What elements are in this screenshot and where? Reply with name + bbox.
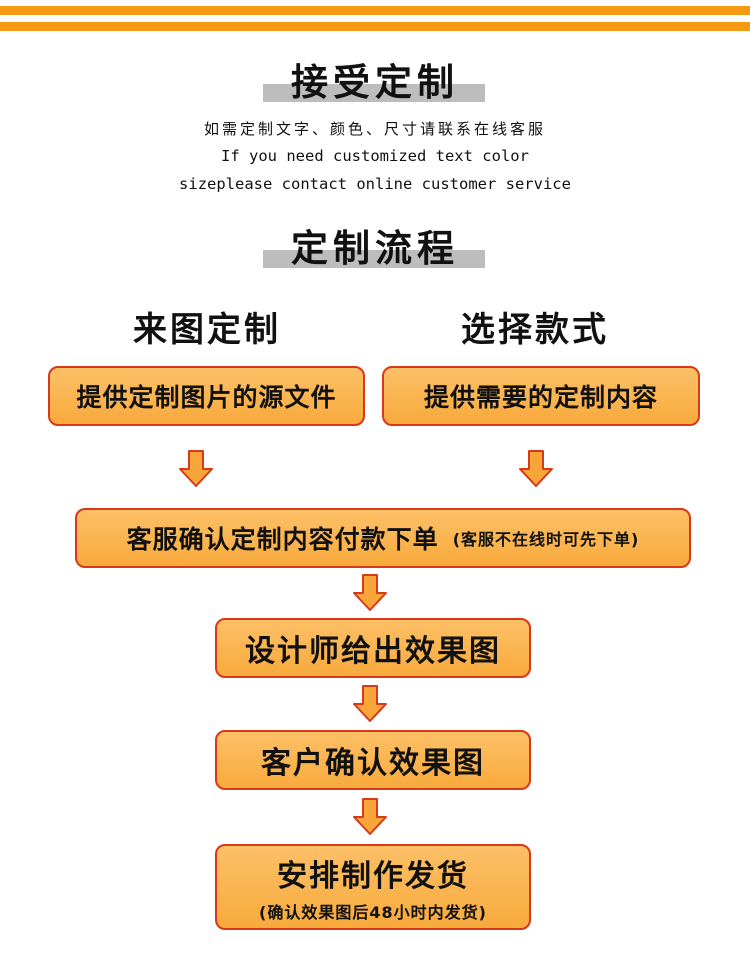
column-heading-image-custom: 来图定制 <box>133 310 281 350</box>
step-designer-preview: 设计师给出效果图 <box>215 618 531 678</box>
top-accent-bar <box>0 6 750 15</box>
title-text: 定制流程 <box>291 227 459 270</box>
top-accent-bar-secondary <box>0 22 750 31</box>
arrow-down-icon <box>353 574 387 611</box>
info-line-english-2: sizeplease contact online customer servi… <box>179 175 571 193</box>
step-note: (确认效果图后48小时内发货) <box>259 903 487 922</box>
step-customer-confirm: 客户确认效果图 <box>215 730 531 790</box>
section-title-process: 定制流程 <box>0 218 750 274</box>
step-label: 客户确认效果图 <box>261 746 485 781</box>
title-underline <box>263 84 485 102</box>
step-label: 提供需要的定制内容 <box>423 383 658 412</box>
section-title-customization: 接受定制 <box>0 52 750 108</box>
info-line-english-1: If you need customized text color <box>221 147 529 165</box>
arrow-down-icon <box>519 450 553 487</box>
step-provide-content: 提供需要的定制内容 <box>382 366 700 426</box>
title-underline <box>263 250 485 268</box>
step-label: 提供定制图片的源文件 <box>76 383 337 412</box>
step-produce-and-ship: 安排制作发货 (确认效果图后48小时内发货) <box>215 844 531 930</box>
arrow-down-icon <box>353 798 387 835</box>
step-label: 设计师给出效果图 <box>245 634 501 669</box>
step-confirm-and-order: 客服确认定制内容付款下单 (客服不在线时可先下单) <box>75 508 691 568</box>
step-provide-source-file: 提供定制图片的源文件 <box>48 366 365 426</box>
title-text: 接受定制 <box>291 61 459 104</box>
arrow-down-icon <box>353 685 387 722</box>
column-heading-select-style: 选择款式 <box>461 310 609 350</box>
step-note: (客服不在线时可先下单) <box>452 530 640 549</box>
info-line-chinese: 如需定制文字、颜色、尺寸请联系在线客服 <box>203 120 546 138</box>
step-label: 安排制作发货 <box>277 859 469 894</box>
arrow-down-icon <box>179 450 213 487</box>
step-label: 客服确认定制内容付款下单 <box>126 525 439 554</box>
